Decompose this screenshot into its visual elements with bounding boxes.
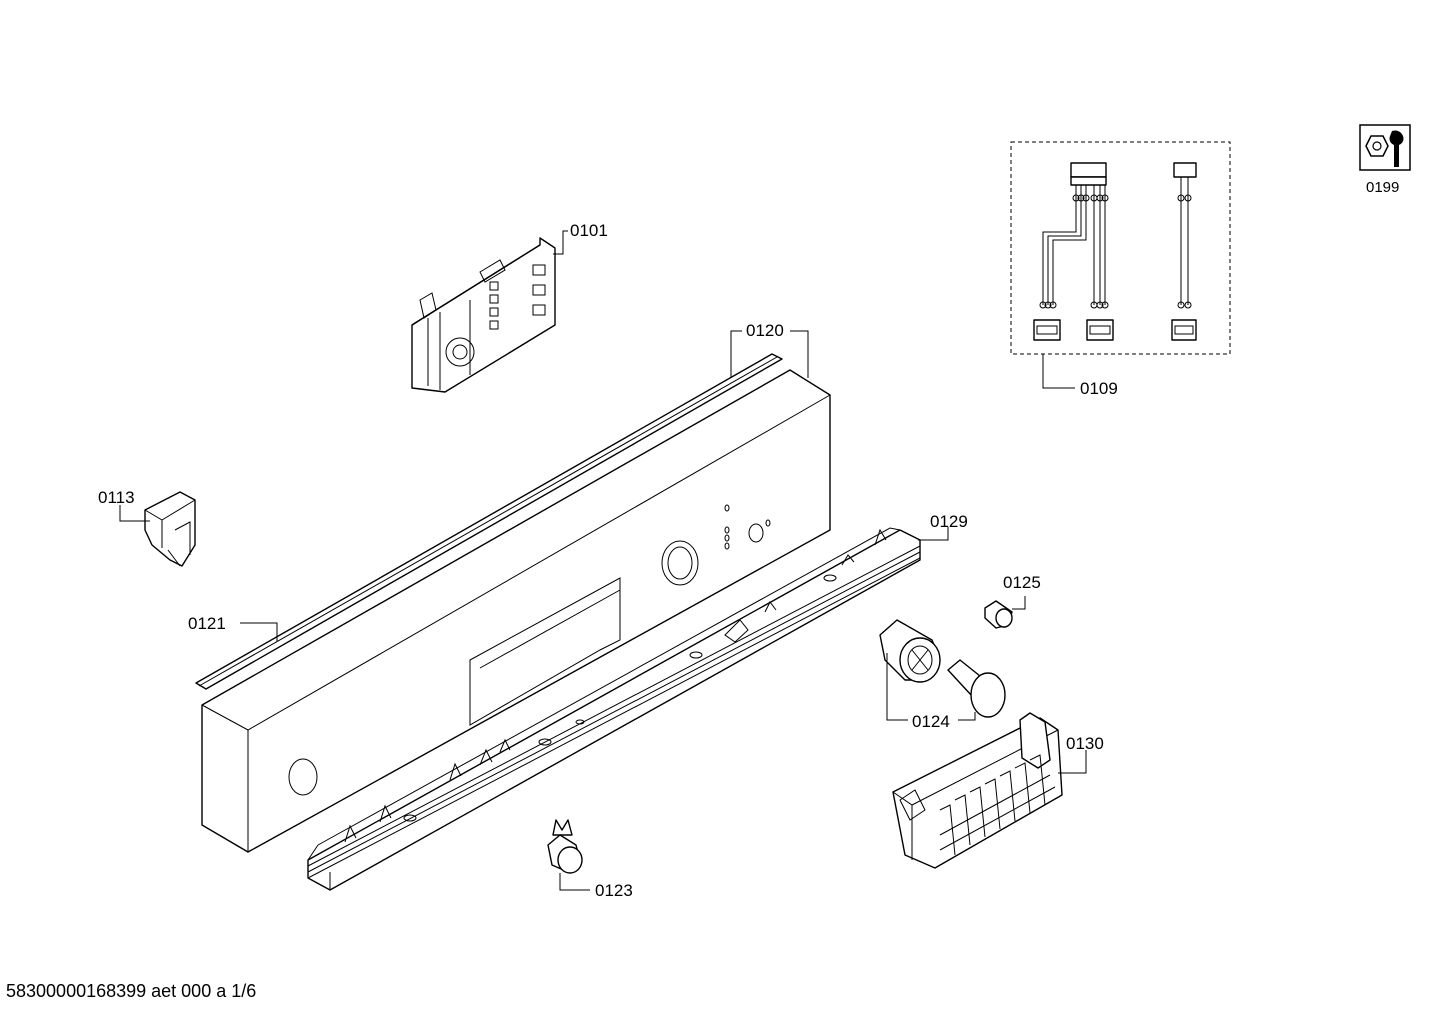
- knob-assembly-0124: [879, 619, 1006, 718]
- document-id: 58300000168399 aet 000 a 1/6: [6, 981, 257, 1001]
- leader-0130: [1058, 750, 1087, 774]
- cable-harness-0109: [1010, 141, 1231, 355]
- part-label-0124: 0124: [912, 712, 950, 731]
- connector-bracket-0130: [892, 712, 1063, 869]
- leader-0109: [1042, 354, 1075, 389]
- part-label-0120: 0120: [746, 321, 784, 340]
- bracket-0113: [144, 491, 196, 567]
- leader-0123: [559, 873, 590, 891]
- leader-0121: [240, 622, 278, 642]
- part-label-0113: 0113: [98, 488, 135, 507]
- leader-0124: [886, 653, 976, 721]
- part-label-0199: 0199: [1366, 179, 1399, 196]
- part-label-0130: 0130: [1066, 734, 1104, 753]
- leader-0101: [553, 230, 568, 255]
- part-label-0129: 0129: [930, 512, 968, 531]
- control-panel-fascia-0120: [201, 369, 831, 853]
- part-label-0125: 0125: [1003, 573, 1041, 592]
- part-label-0101: 0101: [570, 221, 608, 240]
- electronic-module-0101: [411, 237, 556, 393]
- leader-0113: [119, 505, 150, 522]
- leader-0125: [1012, 596, 1026, 610]
- seal-strip-0121: [195, 353, 783, 690]
- leader-0120: [730, 330, 809, 380]
- part-label-0109: 0109: [1080, 379, 1118, 398]
- nut-and-wrench-icon: [1359, 124, 1411, 171]
- part-label-0121: 0121: [188, 614, 226, 633]
- clip-knob-0123: [547, 819, 583, 874]
- leader-0129: [918, 527, 949, 541]
- cap-0125: [984, 600, 1013, 629]
- bottom-rail-0129: [307, 527, 921, 891]
- part-label-0123: 0123: [595, 881, 633, 900]
